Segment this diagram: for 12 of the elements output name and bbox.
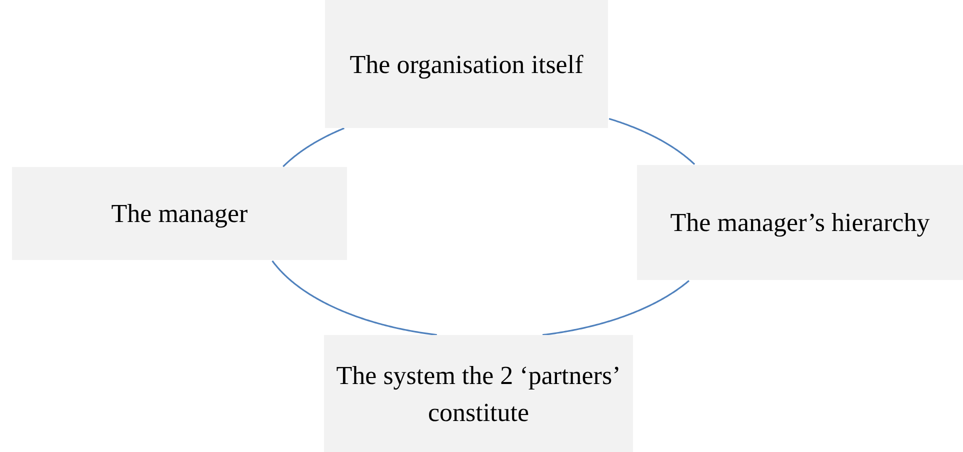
text-box bbox=[637, 165, 963, 280]
connector-arc bbox=[542, 280, 690, 336]
text-box bbox=[325, 0, 608, 128]
node-label: The manager bbox=[111, 198, 248, 230]
node-label: The system the 2 ‘partners’ constitute bbox=[336, 360, 621, 428]
connector-arc bbox=[608, 118, 696, 165]
connector-arc bbox=[272, 260, 437, 336]
node-label: The manager’s hierarchy bbox=[670, 207, 930, 239]
connector-arc bbox=[282, 127, 344, 168]
node-label: The organisation itself bbox=[350, 48, 584, 81]
text-box bbox=[12, 167, 347, 260]
text-box bbox=[324, 335, 633, 452]
